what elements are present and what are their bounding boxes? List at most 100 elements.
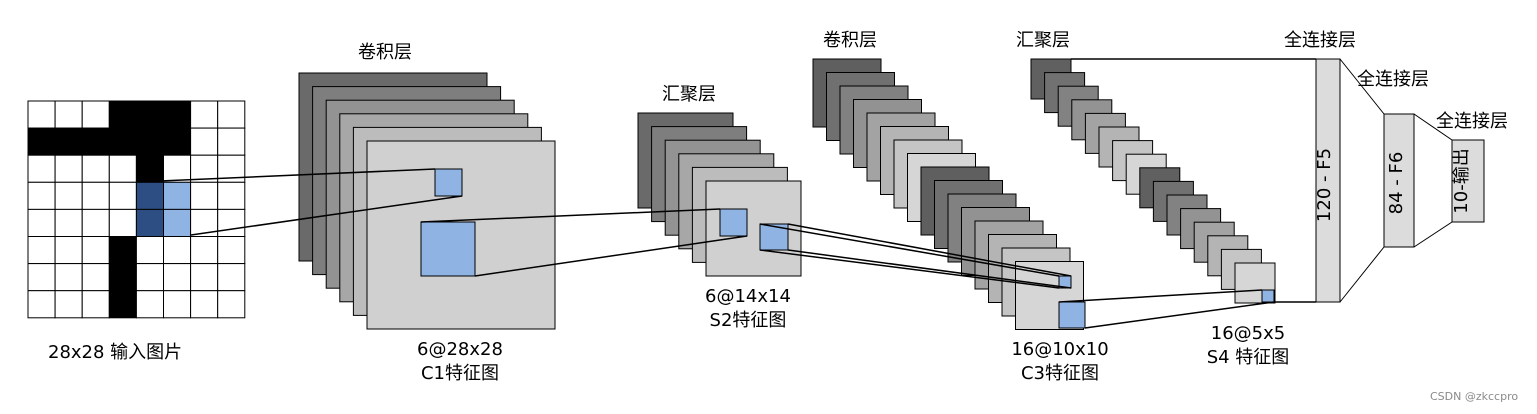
input-pixel [81,208,110,237]
input-pixel [135,236,164,265]
input-pixel [217,290,246,319]
s2-size: 6@14x14 [705,286,791,307]
input-pixel [163,127,192,156]
highlight-square [1261,289,1275,303]
input-pixel [190,127,219,156]
input-pixel [135,290,164,319]
fc1-label: 全连接层 [1284,30,1356,51]
input-pixel [190,181,219,210]
highlight-square [420,221,476,277]
input-pixel [81,290,110,319]
input-pixel [27,127,56,156]
fc6-bar [1383,113,1415,248]
input-pixel [163,236,192,265]
highlight-square [434,168,463,197]
input-pixel [108,127,137,156]
highlight-square [1058,301,1086,329]
input-pixel [54,100,83,129]
connection-lines [136,58,1316,329]
input-image-grid [27,100,246,319]
fc3-label: 全连接层 [1436,111,1508,132]
output-bar [1451,139,1485,223]
input-pixel [54,236,83,265]
input-pixel [108,181,137,210]
input-pixel [217,127,246,156]
watermark: CSDN @zkccpro [1430,390,1519,403]
input-pixel [81,100,110,129]
input-pixel [135,154,164,183]
connection-line [136,168,436,183]
input-pixel [217,208,246,237]
highlight-square [719,208,748,237]
input-pixel [81,236,110,265]
input-pixel [163,263,192,292]
input-pixel [135,208,164,237]
input-pixel [217,100,246,129]
highlight-square [1058,275,1072,289]
s2-name: S2特征图 [709,310,787,331]
s4-feature-map-stack [1030,58,1276,304]
connection-line [787,223,1072,277]
input-pixel [217,263,246,292]
receptive-field-highlights [420,168,1275,329]
input-pixel [163,154,192,183]
connection-line [787,249,1072,289]
pool1-label: 汇聚层 [662,84,716,105]
input-pixel [190,100,219,129]
s4-name: S4 特征图 [1206,347,1290,368]
c3-name: C3特征图 [1020,363,1100,384]
f5-label: 120 - F5 [1314,147,1335,223]
input-pixel [108,263,137,292]
connection-line [474,235,748,277]
s4-caption: 16@5x5 S4 特征图 [1188,322,1308,370]
input-pixel [135,100,164,129]
c3-caption: 16@10x10 C3特征图 [1000,338,1120,386]
s4-size: 16@5x5 [1210,323,1286,344]
connection-line [1058,289,1263,303]
conv2-label: 卷积层 [823,30,877,51]
fully-connected-layers [1315,58,1485,303]
connection-line [759,223,1060,277]
input-pixel [190,263,219,292]
s2-caption: 6@14x14 S2特征图 [688,285,808,333]
input-pixel [27,290,56,319]
connection-line [759,249,1060,289]
fc6-to-output-funnel [1413,113,1453,248]
input-pixel [190,154,219,183]
c3-feature-map-stack [812,58,1084,330]
input-pixel [190,290,219,319]
input-pixel [27,208,56,237]
input-pixel [81,127,110,156]
f6-label: 84 - F6 [1386,151,1407,215]
input-pixel [163,181,192,210]
input-pixel [81,263,110,292]
connection-line [190,195,463,236]
input-pixel [27,236,56,265]
input-pixel [135,181,164,210]
input-pixel [190,236,219,265]
input-pixel [163,290,192,319]
input-pixel [54,263,83,292]
input-pixel [108,154,137,183]
input-caption: 28x28 输入图片 [48,342,183,363]
c3-size: 16@10x10 [1011,339,1109,360]
connection-line [1084,301,1275,329]
c1-caption: 6@28x28 C1特征图 [400,338,520,386]
input-pixel [54,290,83,319]
input-pixel [163,208,192,237]
input-pixel [54,127,83,156]
input-pixel [135,263,164,292]
connection-line [420,208,721,223]
input-pixel [217,236,246,265]
input-pixel [135,127,164,156]
input-pixel [108,236,137,265]
input-pixel [163,100,192,129]
input-pixel [217,181,246,210]
output-label: 10-输出 [1451,148,1472,214]
input-pixel [108,208,137,237]
input-pixel [81,154,110,183]
c1-size: 6@28x28 [417,339,503,360]
input-pixel [108,100,137,129]
fc2-label: 全连接层 [1357,69,1429,90]
